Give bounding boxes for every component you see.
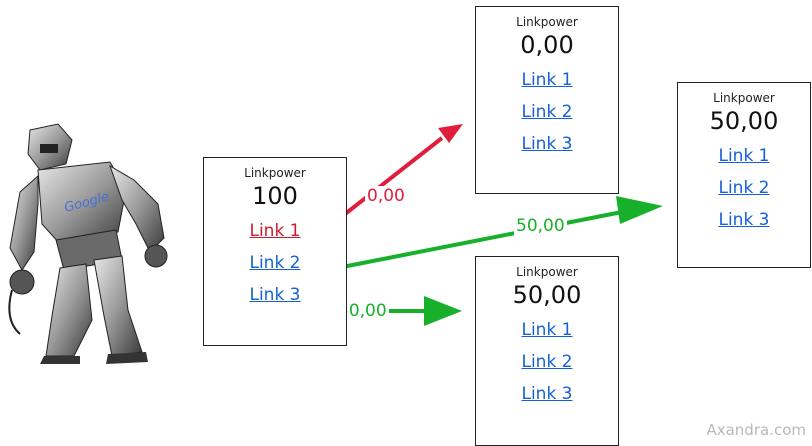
linkpower-value: 50,00 xyxy=(709,107,779,135)
arrow-to-right-head xyxy=(616,196,663,224)
linkpower-value: 0,00 xyxy=(520,31,574,59)
link-1[interactable]: Link 1 xyxy=(249,221,301,241)
arrow-to-bottom-head xyxy=(424,296,462,326)
linkpower-caption: Linkpower xyxy=(516,15,578,29)
linkpower-box-top: Linkpower 0,00 Link 1 Link 2 Link 3 xyxy=(475,6,619,194)
arrow-to-bottom-label: 50,00 xyxy=(336,301,389,321)
link-1[interactable]: Link 1 xyxy=(718,146,770,166)
link-3[interactable]: Link 3 xyxy=(718,210,770,230)
linkpower-value: 100 xyxy=(252,182,298,210)
google-robot-image: Google xyxy=(0,120,170,365)
linkpower-caption: Linkpower xyxy=(516,265,578,279)
link-3[interactable]: Link 3 xyxy=(249,285,301,305)
link-2[interactable]: Link 2 xyxy=(718,178,770,198)
link-2[interactable]: Link 2 xyxy=(249,253,301,273)
linkpower-box-right: Linkpower 50,00 Link 1 Link 2 Link 3 xyxy=(677,82,811,268)
arrow-to-right-line xyxy=(316,210,623,274)
watermark: Axandra.com xyxy=(706,421,806,439)
linkpower-value: 50,00 xyxy=(512,281,582,309)
arrow-to-right-label: 50,00 xyxy=(514,216,567,236)
linkpower-caption: Linkpower xyxy=(244,166,306,180)
link-3[interactable]: Link 3 xyxy=(521,384,573,404)
link-3[interactable]: Link 3 xyxy=(521,134,573,154)
arrow-to-top-label: 0,00 xyxy=(365,186,407,206)
link-1[interactable]: Link 1 xyxy=(521,70,573,90)
arrow-to-top-head xyxy=(438,124,463,143)
link-2[interactable]: Link 2 xyxy=(521,102,573,122)
linkpower-box-source: Linkpower 100 Link 1 Link 2 Link 3 xyxy=(203,157,347,346)
linkpower-box-bottom: Linkpower 50,00 Link 1 Link 2 Link 3 xyxy=(475,256,619,446)
linkpower-caption: Linkpower xyxy=(713,91,775,105)
link-1[interactable]: Link 1 xyxy=(521,320,573,340)
link-2[interactable]: Link 2 xyxy=(521,352,573,372)
